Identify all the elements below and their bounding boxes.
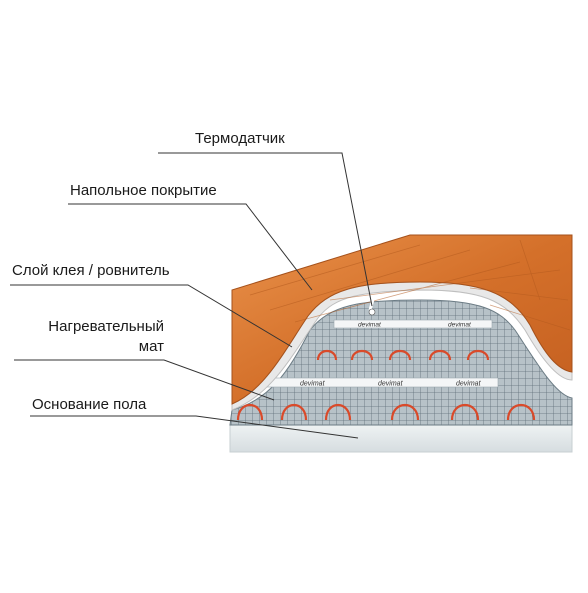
floor-covering xyxy=(231,234,573,405)
leader-sensor xyxy=(158,152,373,307)
label-heating-mat-line2: мат xyxy=(138,338,164,355)
mat-brand-strip: devimat devimat devimat devimat devimat xyxy=(261,319,499,388)
leader-adhesive xyxy=(10,284,293,348)
label-adhesive-layer: Слой клея / ровнитель xyxy=(12,262,170,279)
thermostat-sensor xyxy=(368,295,376,316)
heating-mat-mesh xyxy=(229,299,573,426)
leader-mat xyxy=(14,359,275,401)
floor-base xyxy=(229,424,573,453)
brand-text-3: devimat xyxy=(456,381,482,388)
label-floor-covering: Напольное покрытие xyxy=(70,182,217,199)
brand-text-5: devimat xyxy=(448,322,472,329)
leader-floor-cover xyxy=(68,203,313,291)
wood-grain xyxy=(249,239,571,331)
heating-cable xyxy=(236,349,536,421)
label-floor-base: Основание пола xyxy=(32,396,147,413)
brand-text-4: devimat xyxy=(358,322,382,329)
brand-text-1: devimat xyxy=(300,381,326,388)
brand-text-2: devimat xyxy=(378,381,404,388)
leader-base xyxy=(30,415,359,439)
leader-lines xyxy=(10,152,373,439)
label-heating-mat-line1: Нагревательный xyxy=(48,318,164,335)
label-thermostat-sensor: Термодатчик xyxy=(195,130,285,147)
